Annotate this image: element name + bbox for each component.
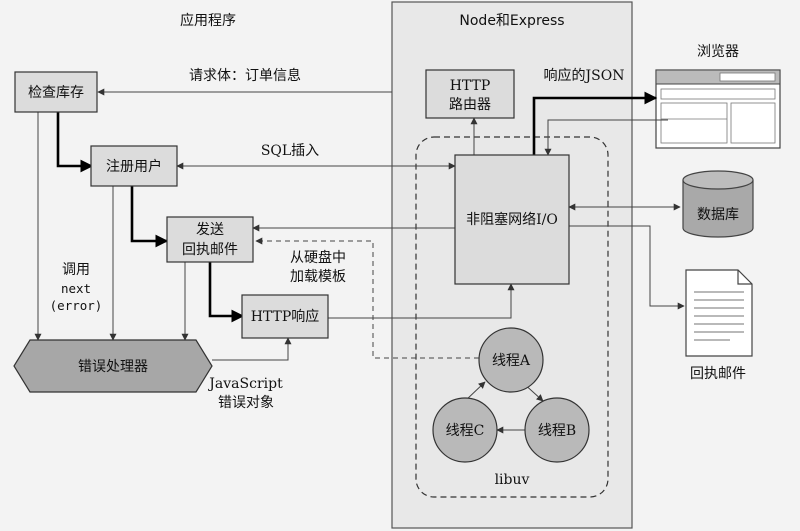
http-router-label-2: 路由器 [449, 97, 491, 113]
thread-a-label: 线程A [492, 353, 531, 369]
register-user-box [90, 145, 178, 187]
edge-browser-to-io [544, 119, 668, 156]
edge-load-template [255, 237, 479, 359]
nonblocking-io-label: 非阻塞网络I/O [466, 211, 558, 228]
edge-error-to-response [212, 337, 292, 361]
browser-label: 浏览器 [697, 44, 739, 60]
js-error-label-2: 错误对象 [218, 395, 274, 411]
load-template-label-2: 加载模板 [290, 269, 346, 285]
error-handler-shape [13, 339, 213, 393]
edge-inventory-to-register [56, 112, 94, 173]
database-label: 数据库 [697, 207, 739, 223]
http-response-box [241, 294, 329, 339]
load-template-label-1: 从硬盘中 [290, 249, 346, 266]
error-handler-label: 错误处理器 [78, 359, 148, 375]
call-next-label-1: 调用 [62, 262, 90, 278]
check-inventory-box [14, 71, 98, 113]
http-response-label: HTTP响应 [251, 308, 320, 325]
thread-b-circle [524, 397, 590, 463]
thread-c-label: 线程C [446, 423, 485, 439]
register-user-label: 注册用户 [106, 158, 162, 175]
edge-io-to-email [569, 225, 685, 310]
check-inventory-label: 检查库存 [28, 85, 84, 101]
libuv-boundary [415, 136, 609, 498]
nonblocking-io-box [454, 154, 570, 285]
request-body-label: 请求体：订单信息 [189, 67, 301, 84]
send-receipt-label-1: 发送 [196, 222, 224, 238]
browser-icon [655, 69, 781, 149]
thread-b-label: 线程B [538, 423, 576, 439]
edge-response-to-io [328, 283, 515, 319]
edge-register-to-send [130, 186, 169, 248]
sql-insert-label: SQL插入 [261, 143, 319, 159]
edge-json-response [532, 91, 658, 155]
database-icon [682, 170, 754, 238]
thread-c-circle [432, 397, 498, 463]
js-error-label-1: JavaScript [207, 376, 283, 392]
send-receipt-box [166, 216, 254, 263]
receipt-email-label: 回执邮件 [690, 366, 746, 382]
libuv-label: libuv [495, 472, 530, 488]
call-next-label-2: next [61, 281, 91, 296]
call-next-label-3: (error) [50, 298, 103, 313]
json-response-label: 响应的JSON [544, 67, 625, 84]
http-router-box [425, 69, 515, 119]
thread-a-circle [478, 327, 544, 393]
app-section-title: 应用程序 [180, 12, 236, 29]
edge-send-to-response [208, 262, 245, 323]
document-icon [685, 269, 753, 357]
edges [34, 88, 685, 434]
send-receipt-label-2: 回执邮件 [182, 242, 238, 258]
http-router-label-1: HTTP [450, 78, 491, 94]
server-section-title: Node和Express [459, 13, 564, 29]
